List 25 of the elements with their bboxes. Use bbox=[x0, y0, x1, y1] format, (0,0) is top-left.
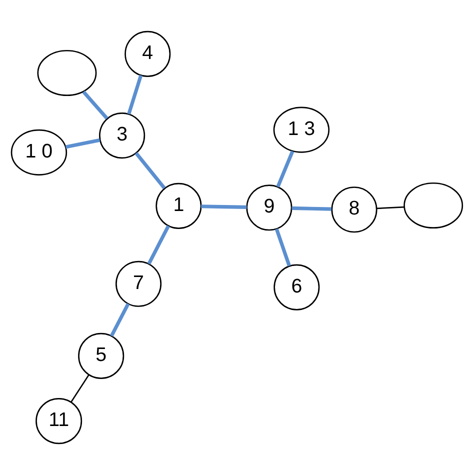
connector bbox=[134, 151, 166, 189]
connector bbox=[274, 228, 291, 266]
connector bbox=[110, 302, 130, 336]
node-circle bbox=[37, 49, 97, 96]
node-circle: 7 bbox=[116, 260, 162, 306]
connector bbox=[70, 374, 90, 402]
connector bbox=[127, 74, 143, 114]
node-ellipse: 1 0 bbox=[10, 128, 68, 175]
node-ellipse: 1 3 bbox=[273, 106, 330, 152]
node-circle: 8 bbox=[331, 186, 378, 232]
node-circle: 11 bbox=[36, 398, 82, 444]
connector bbox=[292, 206, 332, 210]
node-circle bbox=[404, 182, 464, 228]
connector bbox=[276, 150, 294, 187]
node-circle: 9 bbox=[246, 184, 292, 230]
connector bbox=[201, 204, 247, 208]
connector bbox=[147, 224, 170, 264]
connector bbox=[376, 206, 404, 209]
node-circle: 4 bbox=[124, 30, 171, 76]
node-circle: 6 bbox=[274, 264, 320, 310]
connector bbox=[82, 90, 108, 120]
node-circle: 1 bbox=[156, 182, 202, 228]
connector bbox=[65, 138, 100, 148]
node-circle: 5 bbox=[78, 332, 124, 378]
node-circle: 3 bbox=[99, 112, 146, 158]
